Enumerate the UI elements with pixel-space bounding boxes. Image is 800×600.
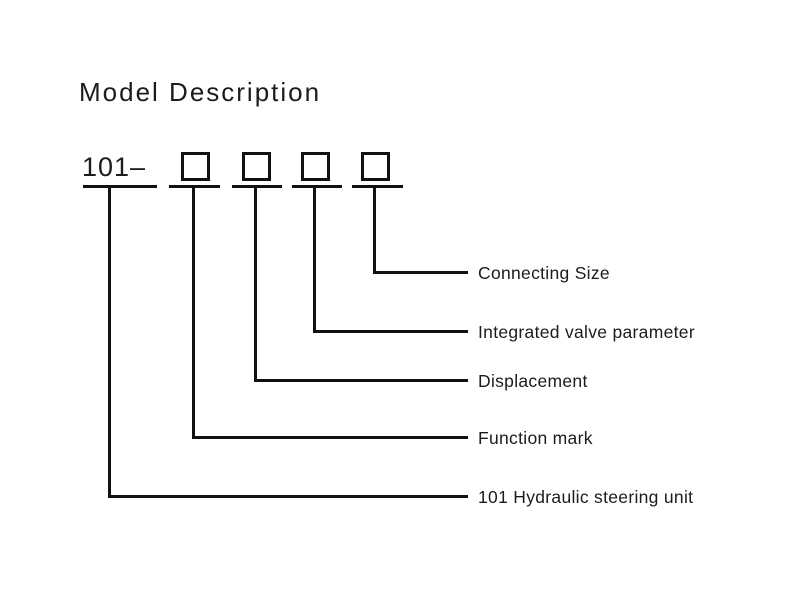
model-code-box-3 xyxy=(301,152,330,181)
leader-hline-connecting-size xyxy=(373,271,468,274)
model-code-box-2 xyxy=(242,152,271,181)
label-function-mark: Function mark xyxy=(478,428,593,448)
leader-hline-integrated-valve xyxy=(313,330,468,333)
leader-vline-displacement xyxy=(254,188,257,382)
underline-box-2 xyxy=(232,185,282,188)
leader-vline-steering-unit xyxy=(108,188,111,498)
underline-box-3 xyxy=(292,185,342,188)
leader-vline-connecting-size xyxy=(373,188,376,274)
model-code-box-1 xyxy=(181,152,210,181)
leader-vline-integrated-valve xyxy=(313,188,316,333)
underline-prefix xyxy=(83,185,157,188)
label-steering-unit: 101 Hydraulic steering unit xyxy=(478,487,694,507)
model-code-box-4 xyxy=(361,152,390,181)
label-integrated-valve: Integrated valve parameter xyxy=(478,322,695,342)
leader-hline-displacement xyxy=(254,379,468,382)
page-title: Model Description xyxy=(79,77,322,107)
underline-box-1 xyxy=(169,185,220,188)
label-connecting-size: Connecting Size xyxy=(478,263,610,283)
underline-box-4 xyxy=(352,185,403,188)
label-displacement: Displacement xyxy=(478,371,588,391)
leader-vline-function-mark xyxy=(192,188,195,439)
model-prefix: 101– xyxy=(82,152,147,182)
leader-hline-steering-unit xyxy=(108,495,468,498)
leader-hline-function-mark xyxy=(192,436,468,439)
